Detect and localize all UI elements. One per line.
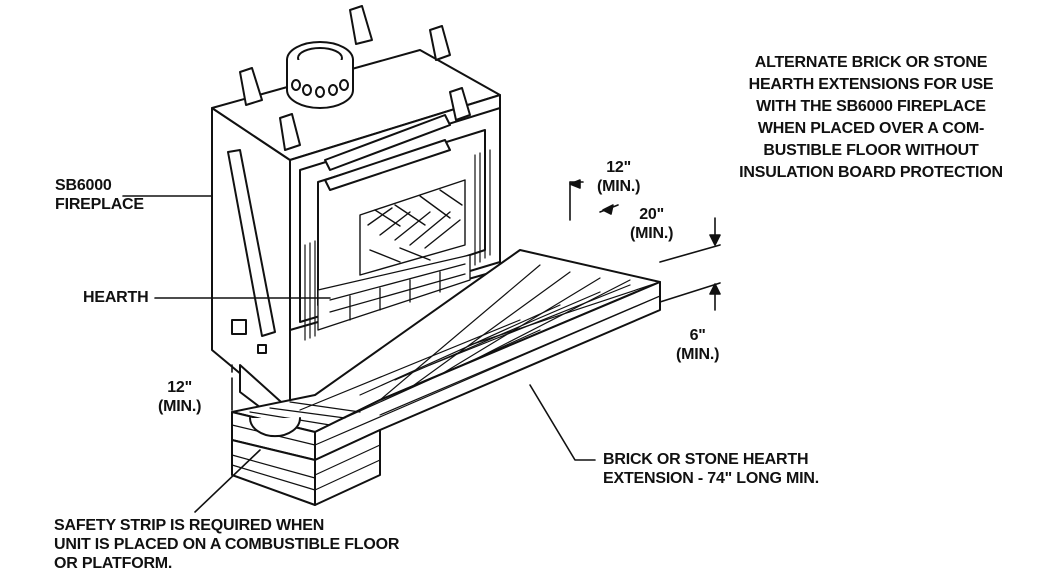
firebox-back [359,179,466,276]
fireplace-unit [211,5,501,431]
right-grill [474,149,491,266]
left-grill [304,240,316,341]
standoff-tabs [239,5,471,151]
hearth-brick-lines [231,264,661,491]
firebox-floor [317,254,471,331]
safety-strip-label: SAFETY STRIP IS REQUIRED WHEN UNIT IS PL… [54,517,400,572]
height-label: 6" (MIN.) [676,327,720,363]
extension-label: BRICK OR STONE HEARTH EXTENSION - 74" LO… [603,451,819,487]
extension-leader [529,384,596,461]
flue-collar [286,41,354,109]
hearth-label: HEARTH [83,289,149,306]
left-clearance-label: 12" (MIN.) [158,379,202,415]
safety-strip [249,417,301,438]
access-plate-1 [231,319,247,335]
safety-leader [194,449,261,513]
top-clearance-label: 12" (MIN.) [597,159,641,195]
title-note: ALTERNATE BRICK OR STONE HEARTH EXTENSIO… [739,54,1003,181]
leader-lines [122,179,721,513]
depth-label: 20" (MIN.) [630,206,674,242]
fireplace-label: SB6000 FIREPLACE [55,177,144,213]
access-plate-2 [257,344,267,354]
